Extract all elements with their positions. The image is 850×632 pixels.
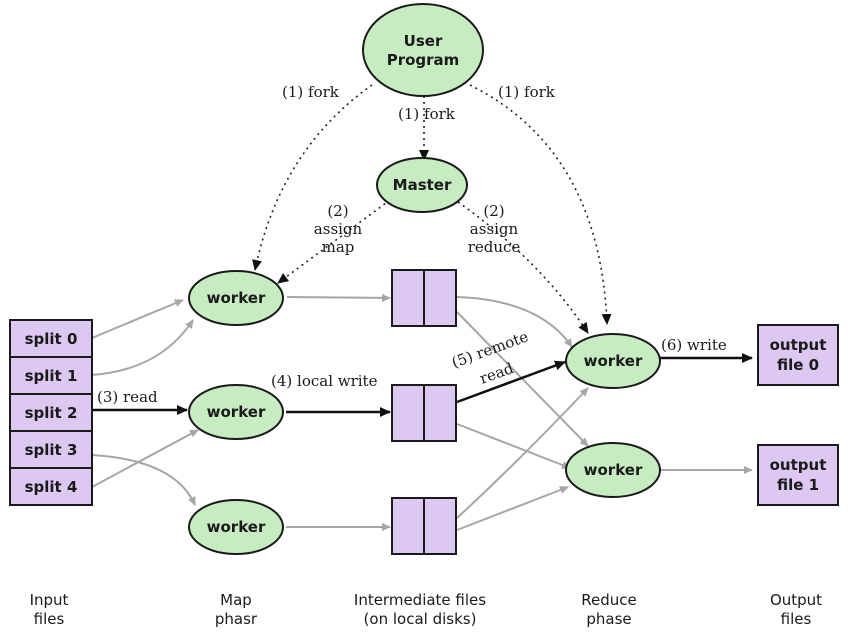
output-file-0[interactable]: output file 0 — [757, 324, 839, 386]
footer-input-files: Input — [30, 591, 69, 609]
split0-to-worker1-edge — [91, 299, 184, 339]
worker-label: worker — [584, 461, 643, 479]
reduce-worker-1[interactable]: worker — [565, 333, 661, 389]
intermediate-file-3[interactable] — [391, 497, 457, 555]
fork-label-left: (1) fork — [282, 83, 340, 101]
output-file-label: output — [770, 456, 827, 474]
master-label: Master — [393, 176, 452, 194]
fork-edge-left — [252, 84, 373, 271]
master-node[interactable]: Master — [376, 157, 468, 213]
local-write-label: (4) local write — [271, 372, 378, 390]
footer-output-files: Output — [770, 591, 822, 609]
footer-intermediate-files: Intermediate files — [354, 591, 486, 609]
footer-map-phase: Map — [220, 591, 252, 609]
worker-label: worker — [207, 403, 266, 421]
output-file-label: file 1 — [777, 476, 819, 494]
intermediate-file-1[interactable] — [391, 269, 457, 327]
worker-label: worker — [207, 289, 266, 307]
assign-map-label: assign — [314, 220, 363, 238]
worker-label: worker — [584, 352, 643, 370]
assign-reduce-label: reduce — [468, 238, 521, 256]
split4-to-worker2-edge — [91, 429, 199, 488]
map-worker-1[interactable]: worker — [188, 270, 284, 326]
split-label: split 3 — [25, 441, 78, 459]
fork-label-center: (1) fork — [398, 105, 456, 123]
worker1-to-file1-edge — [286, 293, 391, 302]
worker-label: worker — [207, 518, 266, 536]
write-label: (6) write — [661, 336, 727, 354]
output-file-1[interactable]: output file 1 — [757, 444, 839, 506]
remote-read-label: (5) remote — [449, 327, 531, 371]
reduce-worker-2[interactable]: worker — [565, 442, 661, 498]
split-label: split 1 — [25, 367, 78, 385]
file3-to-reduce2-edge — [456, 486, 569, 531]
footer-reduce-phase: phase — [586, 610, 631, 628]
remote-read-edge — [456, 360, 566, 404]
split1-to-worker1-edge — [91, 319, 194, 376]
footer-reduce-phase: Reduce — [581, 591, 636, 609]
assign-reduce-label: (2) — [483, 202, 504, 220]
split3-to-worker3-edge — [91, 454, 196, 506]
output-file-label: output — [770, 336, 827, 354]
fork-edge-right — [469, 84, 612, 325]
map-worker-3[interactable]: worker — [188, 499, 284, 555]
assign-map-label: (2) — [327, 202, 348, 220]
read-label: (3) read — [97, 388, 158, 406]
user-program-node[interactable]: User Program — [362, 3, 484, 97]
file3-to-reduce1-edge — [456, 387, 589, 519]
assign-reduce-edge — [457, 201, 589, 334]
user-program-label: Program — [387, 51, 460, 69]
split-label: split 4 — [25, 478, 78, 496]
output-file-label: file 0 — [777, 356, 819, 374]
footer-intermediate-files: (on local disks) — [364, 610, 477, 628]
footer-map-phase: phasr — [215, 610, 258, 628]
split-box-2[interactable] — [9, 393, 93, 432]
file1-to-reduce1-edge — [456, 296, 573, 348]
map-worker-2[interactable]: worker — [188, 384, 284, 440]
assign-reduce-label: assign — [470, 220, 519, 238]
assign-map-label: map — [322, 238, 355, 256]
split-box-1[interactable] — [9, 356, 93, 395]
split-label: split 0 — [25, 330, 78, 348]
fork-label-right: (1) fork — [498, 83, 556, 101]
footer-output-files: files — [781, 610, 812, 628]
user-program-label: User — [404, 32, 443, 50]
input-splits: split 0 split 1 split 2 split 3 split 4 — [9, 319, 93, 506]
file2-to-reduce2-edge — [456, 423, 571, 469]
intermediate-file-2[interactable] — [391, 384, 457, 442]
split-label: split 2 — [25, 404, 78, 422]
split-box-4[interactable] — [9, 467, 93, 506]
footer-input-files: files — [34, 610, 65, 628]
split-box-3[interactable] — [9, 430, 93, 469]
